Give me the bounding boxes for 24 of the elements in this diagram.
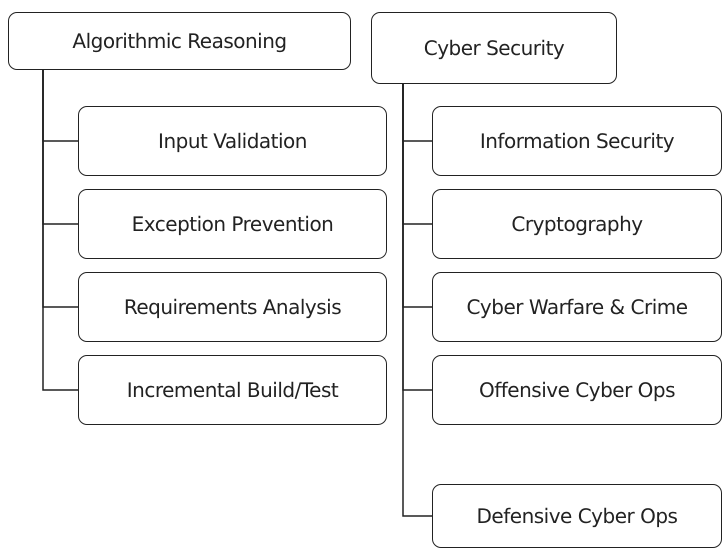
topic-box [432, 189, 722, 259]
topic-box [432, 484, 722, 548]
topic-box [78, 272, 387, 342]
topic-box [78, 355, 387, 425]
topic-label: Information Security [480, 129, 674, 153]
topic-label: Cryptography [511, 212, 643, 236]
connector-line [42, 70, 78, 391]
topic-box [371, 12, 617, 84]
topic-label: Incremental Build/Test [126, 378, 338, 402]
topic-label: Input Validation [158, 129, 307, 153]
topic-box [432, 355, 722, 425]
topic-label: Offensive Cyber Ops [478, 378, 676, 402]
topic-box [78, 189, 387, 259]
topic-box [432, 272, 722, 342]
topic-label: Exception Prevention [132, 212, 334, 236]
topic-label: Cyber Security [424, 36, 564, 60]
topic-box [432, 106, 722, 176]
topic-label: Requirements Analysis [124, 295, 342, 319]
topic-box [78, 106, 387, 176]
topic-label: Cyber Warfare & Crime [466, 295, 688, 319]
topic-label: Algorithmic Reasoning [72, 29, 287, 53]
connector-line [402, 84, 432, 517]
topic-box [8, 12, 351, 70]
topic-label: Defensive Cyber Ops [476, 504, 678, 528]
